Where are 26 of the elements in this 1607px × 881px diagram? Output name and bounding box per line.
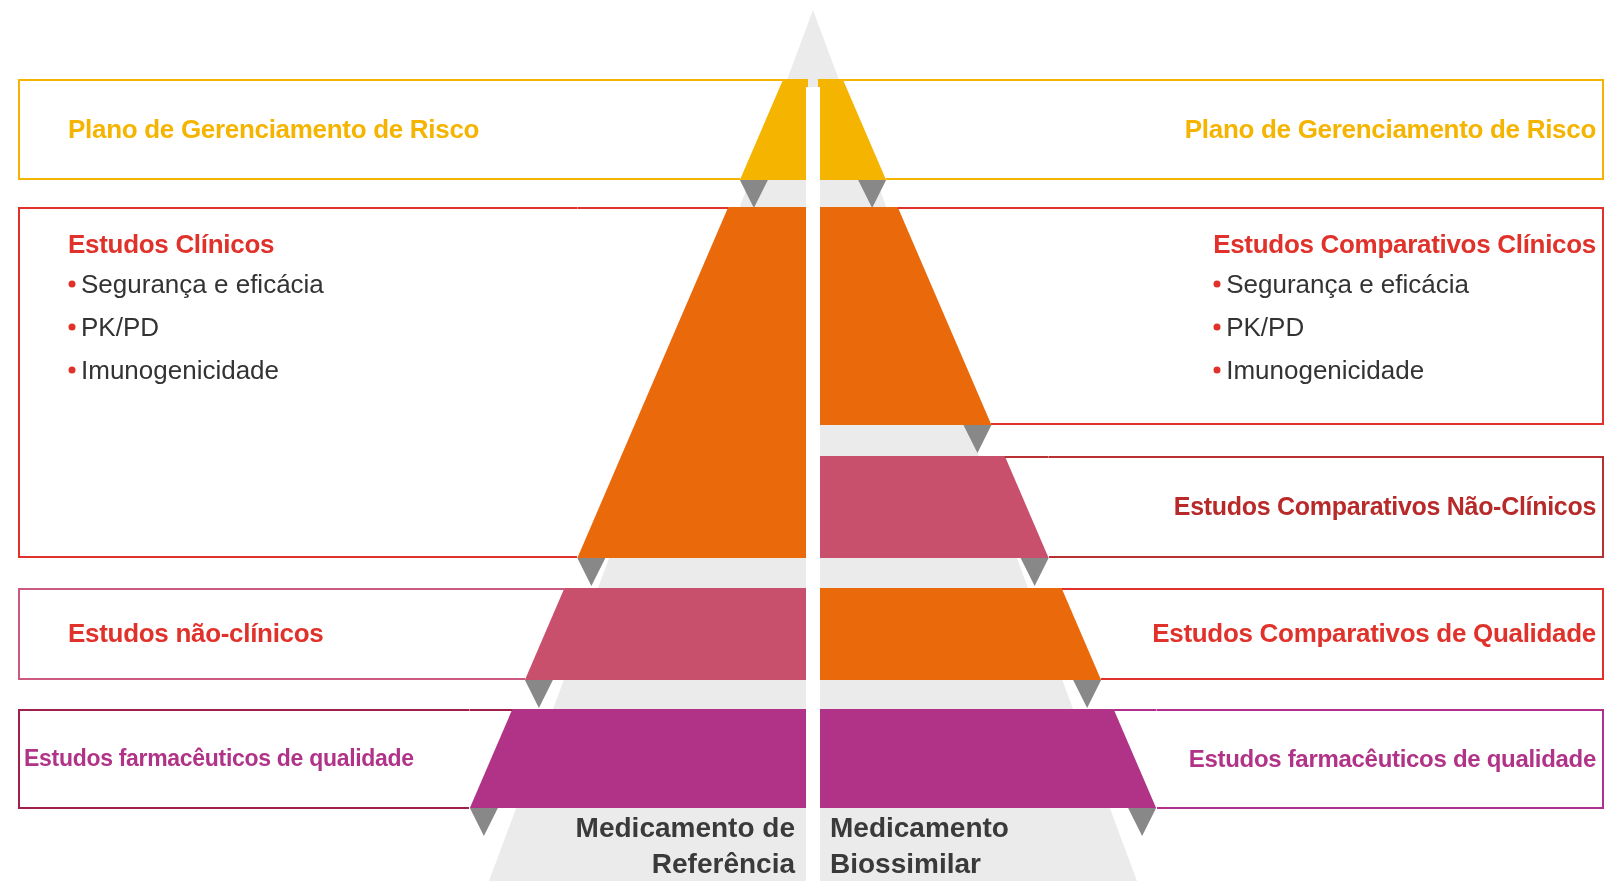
study-box <box>886 79 1604 180</box>
box-heading: Estudos Clínicos <box>68 228 275 261</box>
bullet-item: Imunogenicidade <box>1226 354 1425 385</box>
box-heading: Estudos Comparativos de Qualidade <box>1152 617 1596 651</box>
study-box <box>18 79 740 180</box>
bullet-item: Segurança e eficácia <box>1226 268 1469 299</box>
study-box <box>18 588 525 680</box>
study-box <box>18 709 470 809</box>
bullet-item: PK/PD <box>81 311 160 342</box>
box-heading: Estudos Comparativos Não-Clínicos <box>1173 491 1596 523</box>
box-heading: Estudos Comparativos Clínicos <box>1213 228 1596 261</box>
bullet-item: Imunogenicidade <box>81 354 280 385</box>
study-box <box>18 207 578 558</box>
study-box <box>991 207 1604 425</box>
box-heading: Plano de Gerenciamento de Risco <box>68 112 480 146</box>
box-heading: Estudos farmacêuticos de qualidade <box>24 744 414 774</box>
box-heading: Estudos farmacêuticos de qualidade <box>1188 743 1596 774</box>
box-heading: Plano de Gerenciamento de Risco <box>1184 112 1596 146</box>
study-box <box>1156 709 1604 809</box>
base-label: Medicamento Biossimilar <box>830 811 1010 881</box>
base-label: Medicamento de Referência <box>574 811 795 881</box>
bullet-item: Segurança e eficácia <box>81 268 324 299</box>
study-box <box>1048 456 1604 558</box>
box-heading: Estudos não-clínicos <box>68 617 324 651</box>
study-box <box>1101 588 1604 680</box>
bullet-item: PK/PD <box>1226 311 1305 342</box>
